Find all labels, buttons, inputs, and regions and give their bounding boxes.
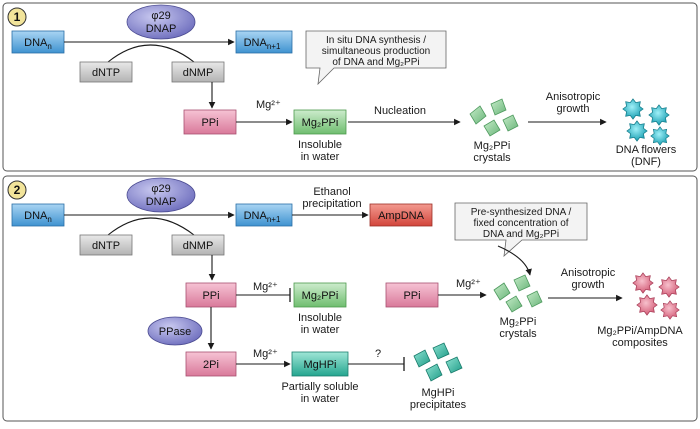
- dnmp-box: [171, 61, 225, 83]
- dnf-line2: (DNF): [631, 156, 661, 168]
- dna-n1-label-2: DNAn+1: [244, 210, 281, 224]
- mghpi-box: [291, 351, 349, 377]
- enzyme2-line2: DNAP: [146, 196, 177, 208]
- crystals-line2: crystals: [473, 152, 511, 164]
- dnmp-label-2: dNMP: [183, 240, 214, 252]
- two-pi-box: [185, 351, 237, 377]
- ppi-right-label: PPi: [403, 290, 420, 302]
- mghpi-precipitates: [413, 342, 463, 382]
- callout2-line2: fixed concentration of: [473, 218, 568, 229]
- dntp-box: [79, 61, 133, 83]
- ppi-box-right: [385, 282, 439, 308]
- mg2ppi-box: [293, 109, 347, 135]
- dna-n1-label: DNAn+1: [244, 37, 281, 51]
- composite-line2: composites: [612, 337, 668, 349]
- insoluble-line2: in water: [301, 151, 340, 163]
- mg2ppi-label: Mg₂PPi: [302, 117, 339, 129]
- ppase-enzyme: [147, 316, 203, 346]
- insoluble2-line2: in water: [301, 324, 340, 336]
- callout-line3: of DNA and Mg₂PPi: [332, 57, 419, 68]
- ppase-label: PPase: [159, 326, 191, 338]
- anisotropic2-line1: Anisotropic: [561, 267, 616, 279]
- mg-ion-label-2: Mg²⁺: [253, 281, 278, 293]
- enzyme2-line1: φ29: [151, 183, 170, 195]
- crystals2-line1: Mg₂PPi: [500, 316, 537, 328]
- dnf-line1: DNA flowers: [616, 144, 677, 156]
- callout2-line1: Pre-synthesized DNA /: [471, 207, 572, 218]
- mghpi-label: MgHPi: [303, 359, 336, 371]
- dnmp-label: dNMP: [183, 67, 214, 79]
- dntp-label: dNTP: [92, 67, 120, 79]
- crystals2-line2: crystals: [499, 328, 537, 340]
- callout-line2: simultaneous production: [322, 46, 430, 57]
- mg-ion-label-3: Mg²⁺: [253, 348, 278, 360]
- dnmp-box-2: [171, 234, 225, 256]
- partial-line1: Partially soluble: [281, 381, 358, 393]
- callout-in-situ: [305, 30, 447, 86]
- ampdna-to-crystals-arrow: [497, 245, 532, 276]
- panel-2: 2 φ29 DNAP DNAn DNAn+1 dNTP dNMP Ethanol…: [2, 175, 698, 422]
- anisotropic-line2: growth: [556, 103, 589, 115]
- dna-n1-box: [235, 30, 293, 54]
- mg2ppi-crystals: [469, 98, 519, 137]
- enzyme-line2: DNAP: [146, 23, 177, 35]
- mg-ion-label: Mg²⁺: [256, 99, 281, 111]
- ppi-box-left: [185, 282, 237, 308]
- callout2-line3: DNA and Mg₂PPi: [483, 229, 559, 240]
- panel-2-number-badge: [7, 180, 27, 200]
- nucleotide-curve-2: [107, 217, 195, 236]
- phi29-dnap-enzyme-2: [126, 177, 196, 213]
- ethanol-line1: Ethanol: [313, 186, 350, 198]
- mg2ppi-box-2: [293, 282, 347, 308]
- nucleation-label: Nucleation: [374, 105, 426, 117]
- enzyme-line1: φ29: [151, 10, 170, 22]
- nucleotide-curve: [107, 44, 195, 63]
- callout-line1: In situ DNA synthesis /: [326, 35, 426, 46]
- mghpi-ppt-line1: MgHPi: [421, 387, 454, 399]
- panel-1: 1 φ29 DNAP DNAn DNAn+1 dNTP dNMP In situ…: [2, 2, 698, 172]
- insoluble2-line1: Insoluble: [298, 312, 342, 324]
- dna-n-label-2: DNAn: [24, 210, 52, 224]
- partial-line2: in water: [301, 393, 340, 405]
- composite-line1: Mg₂PPi/AmpDNA: [597, 325, 683, 337]
- ethanol-line2: precipitation: [302, 198, 361, 210]
- crystals-line1: Mg₂PPi: [474, 140, 511, 152]
- insoluble-line1: Insoluble: [298, 139, 342, 151]
- panel-2-number: 2: [14, 183, 21, 197]
- mg-ion-label-4: Mg²⁺: [456, 278, 481, 290]
- mg2ppi-label-2: Mg₂PPi: [302, 290, 339, 302]
- ampdna-label: AmpDNA: [378, 210, 425, 222]
- dntp-box-2: [79, 234, 133, 256]
- ampdna-box: [369, 203, 433, 227]
- anisotropic-line1: Anisotropic: [546, 91, 601, 103]
- mg2ppi-crystals-2: [493, 274, 543, 313]
- panel-1-number: 1: [14, 10, 21, 24]
- dna-n-label: DNAn: [24, 37, 52, 51]
- dntp-label-2: dNTP: [92, 240, 120, 252]
- panel-1-number-badge: [7, 7, 27, 27]
- phi29-dnap-enzyme: [126, 4, 196, 40]
- panel-1-frame: [2, 2, 698, 172]
- ppi-left-label: PPi: [202, 290, 219, 302]
- two-pi-label: 2Pi: [203, 359, 219, 371]
- ppi-label: PPi: [201, 117, 218, 129]
- question-mark: ?: [375, 348, 381, 360]
- mghpi-ppt-line2: precipitates: [410, 399, 467, 411]
- anisotropic2-line2: growth: [571, 279, 604, 291]
- callout-presynthesized: [454, 202, 588, 258]
